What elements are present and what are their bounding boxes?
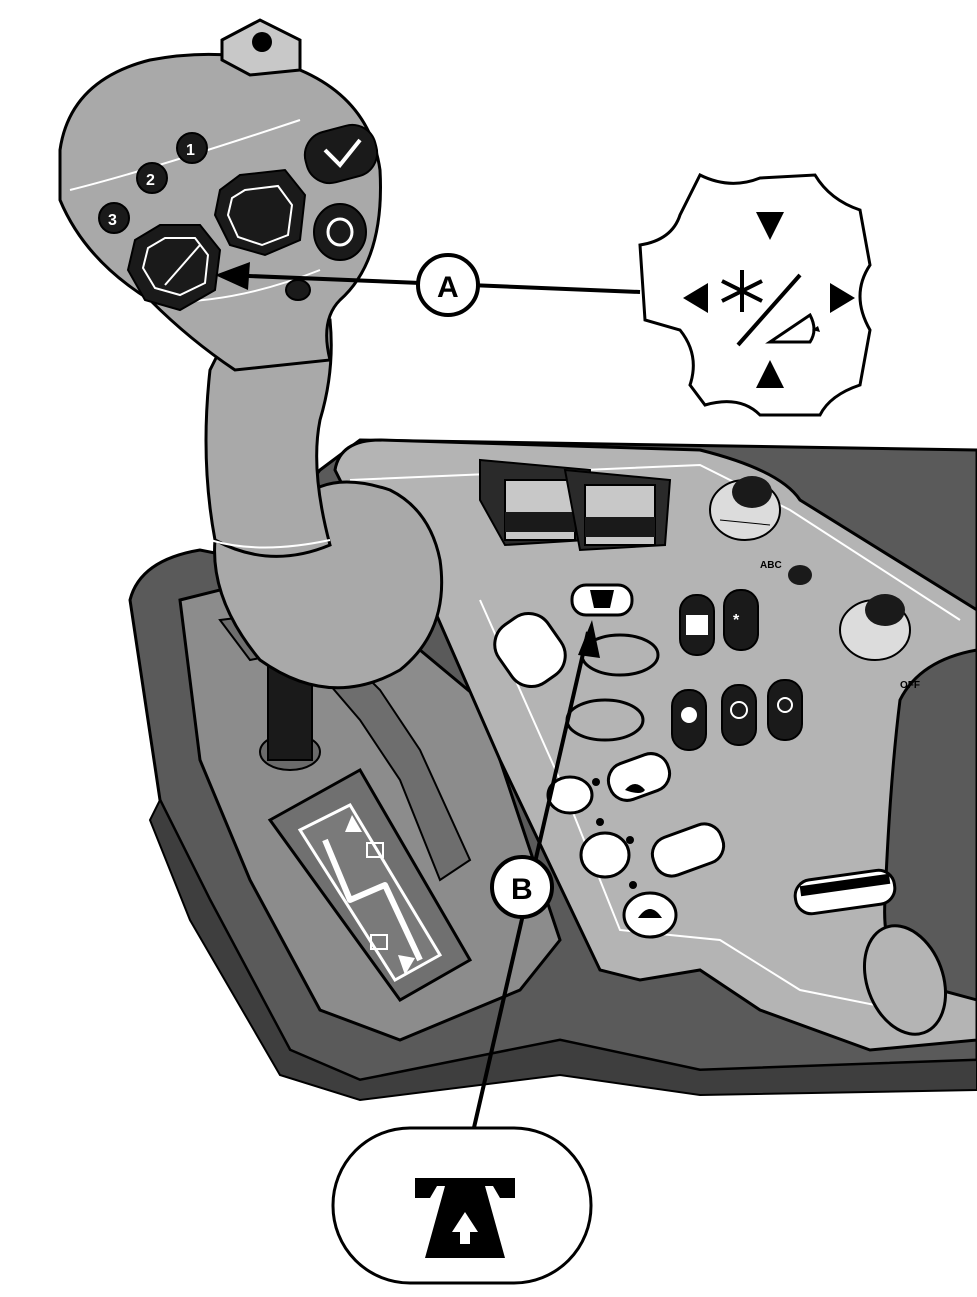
callout-b-label: B (511, 873, 533, 906)
console-front-face (148, 797, 977, 1102)
handle-button-3[interactable]: 3 (98, 202, 130, 234)
label-off: OFF (900, 680, 920, 691)
svg-text:*: * (733, 612, 740, 629)
callout-b-arrowhead (578, 620, 600, 658)
handle-pill-button[interactable] (299, 120, 382, 189)
handle-button-2-label: 2 (146, 172, 155, 189)
callout-b-circle (490, 855, 554, 919)
arrow-down-icon (756, 212, 784, 240)
indicator-dot-upper (788, 565, 812, 585)
handle-octagon-button-upper[interactable] (213, 168, 307, 257)
handle-round-button[interactable] (313, 203, 367, 261)
callout-a-arrowhead (215, 262, 250, 290)
gear-pattern-plate (267, 767, 473, 1002)
gate-arrow-down-icon (398, 955, 415, 975)
wiper-asterisk-icon (721, 270, 763, 312)
hitch-levers[interactable] (479, 458, 672, 552)
arrow-up-icon (756, 360, 784, 388)
handle-button-1[interactable]: 1 (176, 132, 208, 164)
wiper-slash (736, 273, 802, 347)
rotary-knob-upper[interactable] (709, 476, 781, 541)
handle-small-button[interactable] (285, 279, 311, 301)
gate-reverse-icon (370, 934, 388, 950)
arrow-right-icon (830, 283, 855, 313)
blank-button-2[interactable] (565, 698, 645, 742)
turtle-icon (638, 909, 662, 918)
handle-button-1-label: 1 (186, 142, 195, 159)
status-lamps (592, 778, 637, 889)
callout-a-label: A (437, 271, 459, 304)
wiper-control-detail (638, 172, 872, 417)
cruise-control-button[interactable] (570, 583, 634, 617)
handle-button-2[interactable]: 2 (136, 162, 168, 194)
rocker-switch-left[interactable] (485, 604, 574, 696)
handle-button-3-label: 3 (108, 212, 117, 229)
hare-icon (625, 784, 645, 793)
rocker-switch-right[interactable] (793, 868, 897, 916)
rotary-knob-lower[interactable] (839, 594, 911, 661)
wiper-control-button-small[interactable] (126, 224, 222, 312)
gate-forward-icon (366, 842, 384, 858)
speed-buttons[interactable] (546, 749, 729, 939)
armrest-button[interactable] (850, 914, 960, 1045)
gate-arrow-up-icon (345, 815, 362, 832)
joystick-handle[interactable] (58, 18, 444, 690)
callout-a-circle (416, 253, 480, 317)
panel-button-grid[interactable]: * (671, 589, 803, 751)
cruise-control-detail (331, 1126, 593, 1285)
label-abc: ABC (760, 560, 782, 571)
arrow-left-icon (683, 283, 708, 313)
